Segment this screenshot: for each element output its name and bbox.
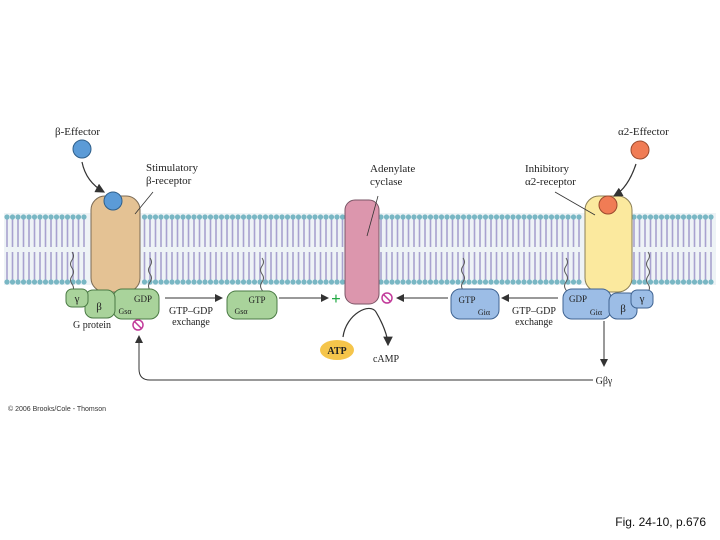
stimulatory-label-2: β-receptor xyxy=(146,175,192,187)
atp-molecule xyxy=(320,340,354,360)
alpha2-effector-label: α2-Effector xyxy=(618,126,669,138)
inhibitory-label-1: Inhibitory xyxy=(525,163,569,175)
atp-to-camp-arrow xyxy=(342,307,393,347)
adenylate-pointer xyxy=(366,195,379,237)
gdp-right: GDP xyxy=(569,294,587,304)
exchange-right-1: GTP–GDP xyxy=(512,306,556,317)
beta-effector-label: β-Effector xyxy=(55,126,100,138)
gdp-left: GDP xyxy=(134,294,152,304)
adenylate-label-2: cyclase xyxy=(370,176,402,188)
gtp-activated-gs: GTP xyxy=(248,295,265,305)
gi-alpha-right: Giα xyxy=(590,308,603,317)
alpha2-effector-free xyxy=(630,140,650,160)
alpha2-effector-bound xyxy=(598,195,618,215)
exchange-left-1: GTP–GDP xyxy=(169,306,213,317)
inhibitory-g-protein xyxy=(562,288,654,320)
g-protein-label: G protein xyxy=(73,320,111,331)
beta-effector-free xyxy=(72,139,92,159)
gtp-activated-gi: GTP xyxy=(458,295,475,305)
stimulatory-beta-receptor xyxy=(90,195,141,293)
inhibit-symbol-cyclase xyxy=(381,292,393,304)
gs-alpha-activated: Gsα xyxy=(234,307,248,316)
camp-label: cAMP xyxy=(373,354,400,365)
gbg-feedback-arrow xyxy=(135,335,593,381)
inhibit-symbol-gprotein-slash xyxy=(133,320,143,330)
figure-caption: Fig. 24-10, p.676 xyxy=(615,515,706,529)
stimulatory-g-protein xyxy=(65,288,160,320)
stimulate-symbol: + xyxy=(331,289,341,308)
alpha2-binding-arrow xyxy=(612,163,637,197)
adenylate-cyclase xyxy=(344,199,380,305)
subunit-gamma-right: γ xyxy=(639,293,645,305)
gs-alpha-left: Gsα xyxy=(118,307,132,316)
subunit-gamma-left: γ xyxy=(74,293,80,305)
beta-binding-arrow xyxy=(81,161,106,193)
inhibitory-label-2: α2-receptor xyxy=(525,176,576,188)
activated-gi-alpha xyxy=(450,288,500,320)
subunit-beta-right: β xyxy=(620,303,626,315)
inhibit-symbol-gprotein xyxy=(132,319,144,331)
exchange-right-2: exchange xyxy=(515,317,553,328)
copyright-notice: © 2006 Brooks/Cole - Thomson xyxy=(8,406,107,413)
stimulatory-label-1: Stimulatory xyxy=(146,162,198,174)
activated-gs-alpha xyxy=(226,290,278,320)
g-beta-gamma-label: Gβγ xyxy=(596,376,613,387)
adenylate-label-1: Adenylate xyxy=(370,163,415,175)
inhibitory-pointer xyxy=(554,191,596,216)
exchange-left-2: exchange xyxy=(172,317,210,328)
beta-effector-bound xyxy=(103,191,123,211)
stimulatory-pointer xyxy=(134,191,154,215)
subunit-beta-left: β xyxy=(96,301,102,313)
atp-label: ATP xyxy=(327,346,346,357)
inhibit-symbol-cyclase-slash xyxy=(382,293,392,303)
gi-alpha-activated: Giα xyxy=(478,308,491,317)
